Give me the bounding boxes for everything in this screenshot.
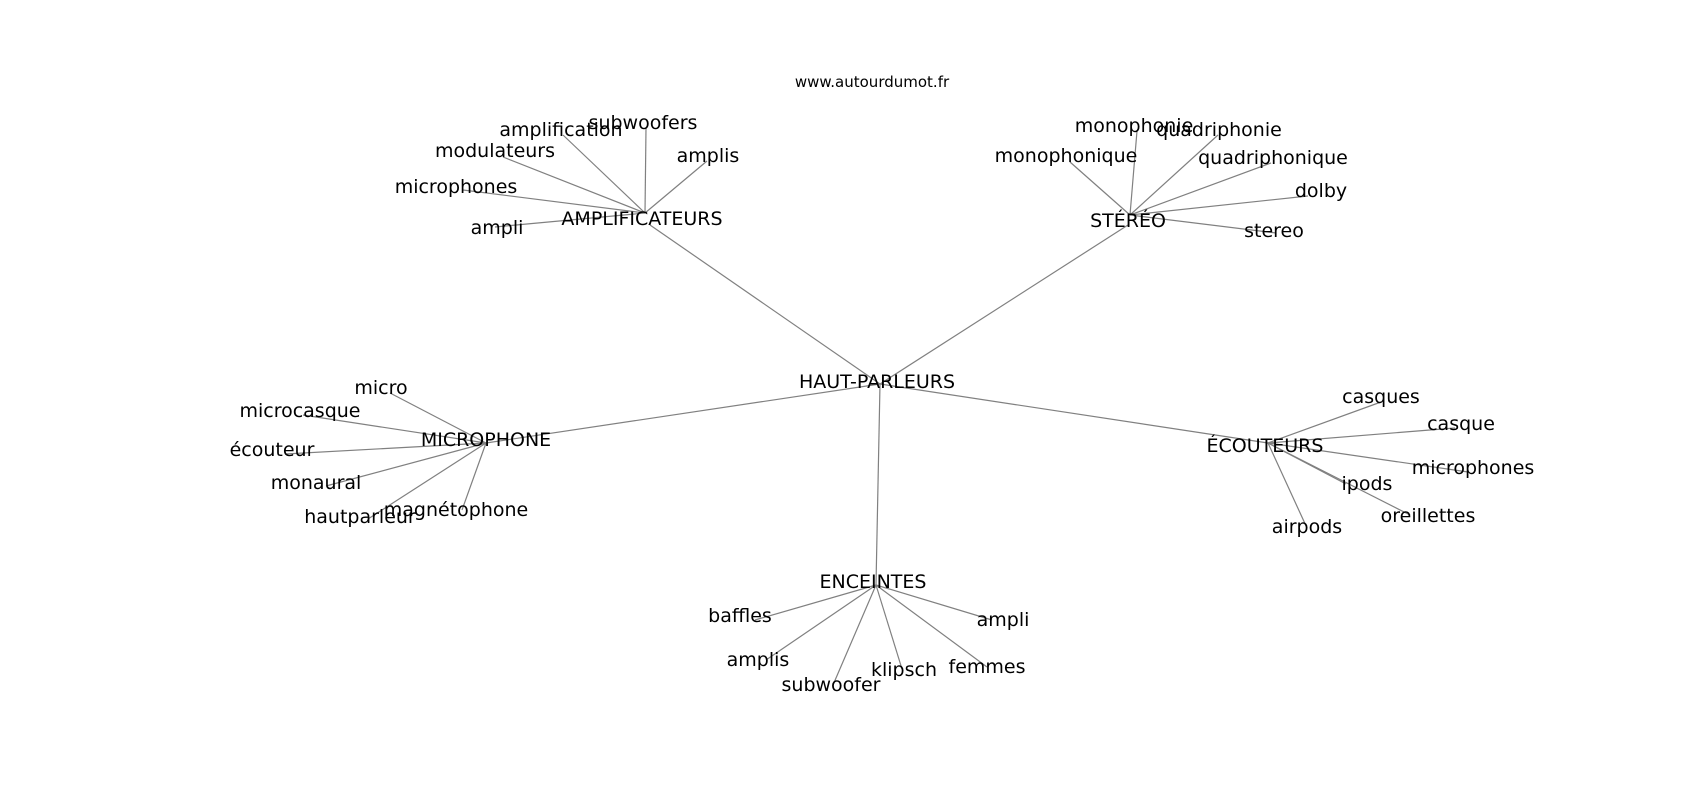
leaf-node: quadriphonie: [1156, 119, 1282, 141]
hub-node-enceintes: ENCEINTES: [820, 571, 927, 593]
edge-hub-leaf: [462, 189, 646, 214]
hub-group-amplificateurs: AMPLIFICATEURS amplification subwoofers …: [395, 112, 740, 239]
leaf-node: monophonie: [1075, 115, 1194, 137]
edge-hub-leaf: [367, 442, 487, 520]
edge-hub-leaf: [502, 156, 646, 214]
leaf-node: subwoofer: [782, 674, 881, 696]
edge-hub-leaf: [302, 414, 487, 444]
graph-edges: [284, 127, 1469, 686]
leaf-node: microphones: [395, 176, 518, 198]
edge-hub-leaf: [461, 442, 487, 511]
leaf-node: dolby: [1295, 180, 1347, 202]
edge-hub-leaf: [875, 584, 988, 668]
hub-group-stereo: STÉRÉO monophonie quadriphonie monophoni…: [995, 115, 1348, 242]
edge-center-hub: [875, 383, 881, 586]
leaf-node: subwoofers: [589, 112, 698, 134]
edge-hub-leaf: [1129, 195, 1309, 216]
edge-hub-leaf: [1267, 401, 1382, 444]
leaf-node: monophonique: [995, 145, 1138, 167]
leaf-node: stereo: [1244, 220, 1304, 242]
edge-hub-leaf: [284, 442, 487, 455]
edge-hub-leaf: [644, 127, 647, 214]
leaf-node: quadriphonique: [1198, 147, 1348, 169]
leaf-node: monaural: [271, 472, 362, 494]
edge-center-hub: [485, 383, 881, 444]
edge-center-hub: [879, 383, 1269, 444]
hub-node-stereo: STÉRÉO: [1090, 209, 1166, 232]
edge-hub-leaf: [765, 584, 877, 661]
leaf-node: microphones: [1412, 457, 1535, 479]
edge-center-hub: [879, 224, 1129, 385]
hub-node-microphone: MICROPHONE: [421, 429, 551, 451]
leaf-node: casques: [1342, 386, 1420, 408]
edge-hub-leaf: [875, 584, 993, 621]
leaf-node: amplis: [727, 649, 790, 671]
edge-hub-leaf: [1069, 161, 1131, 216]
edge-hub-leaf: [1267, 427, 1456, 444]
edge-hub-leaf: [562, 134, 646, 214]
leaf-node: femmes: [949, 656, 1026, 678]
leaf-node: casque: [1427, 413, 1495, 435]
leaf-node: ipods: [1342, 473, 1393, 495]
source-url: www.autourdumot.fr: [795, 73, 950, 91]
hub-group-enceintes: ENCEINTES baffles ampli amplis subwoofer…: [708, 571, 1029, 696]
leaf-node: baffles: [708, 605, 772, 627]
leaf-node: microcasque: [239, 400, 360, 422]
leaf-node: amplis: [677, 145, 740, 167]
edge-hub-leaf: [1129, 214, 1277, 234]
leaf-node: magnétophone: [384, 499, 528, 521]
edge-hub-leaf: [494, 212, 646, 228]
leaf-node: oreillettes: [1381, 505, 1476, 527]
edge-hub-leaf: [1267, 442, 1308, 529]
edge-hub-leaf: [1129, 134, 1219, 216]
edge-hub-leaf: [754, 584, 877, 621]
hub-group-ecouteurs: ÉCOUTEURS casques casque microphones ipo…: [1207, 386, 1535, 538]
center-node: HAUT-PARLEURS: [799, 371, 955, 393]
leaf-node: modulateurs: [435, 140, 555, 162]
leaf-node: écouteur: [230, 439, 315, 461]
edge-hub-leaf: [1129, 162, 1272, 216]
edge-hub-leaf: [1267, 442, 1469, 473]
edge-hub-leaf: [1129, 130, 1138, 216]
hub-node-ecouteurs: ÉCOUTEURS: [1207, 434, 1324, 457]
leaf-node: airpods: [1272, 516, 1342, 538]
edge-hub-leaf: [875, 584, 903, 670]
leaf-node: hautparleur: [304, 506, 416, 528]
leaf-node: amplification: [499, 119, 622, 141]
edge-hub-leaf: [389, 392, 487, 444]
leaf-node: klipsch: [871, 659, 937, 681]
leaf-node: micro: [354, 377, 407, 399]
edge-hub-leaf: [1267, 442, 1411, 516]
edge-hub-leaf: [832, 584, 877, 686]
hub-group-microphone: MICROPHONE micro microcasque écouteur mo…: [230, 377, 552, 528]
edge-hub-leaf: [325, 442, 487, 487]
leaf-node: ampli: [471, 217, 524, 239]
edge-center-hub: [649, 224, 881, 385]
hub-node-amplificateurs: AMPLIFICATEURS: [561, 208, 722, 230]
edge-hub-leaf: [644, 160, 708, 214]
leaf-node: ampli: [977, 609, 1030, 631]
